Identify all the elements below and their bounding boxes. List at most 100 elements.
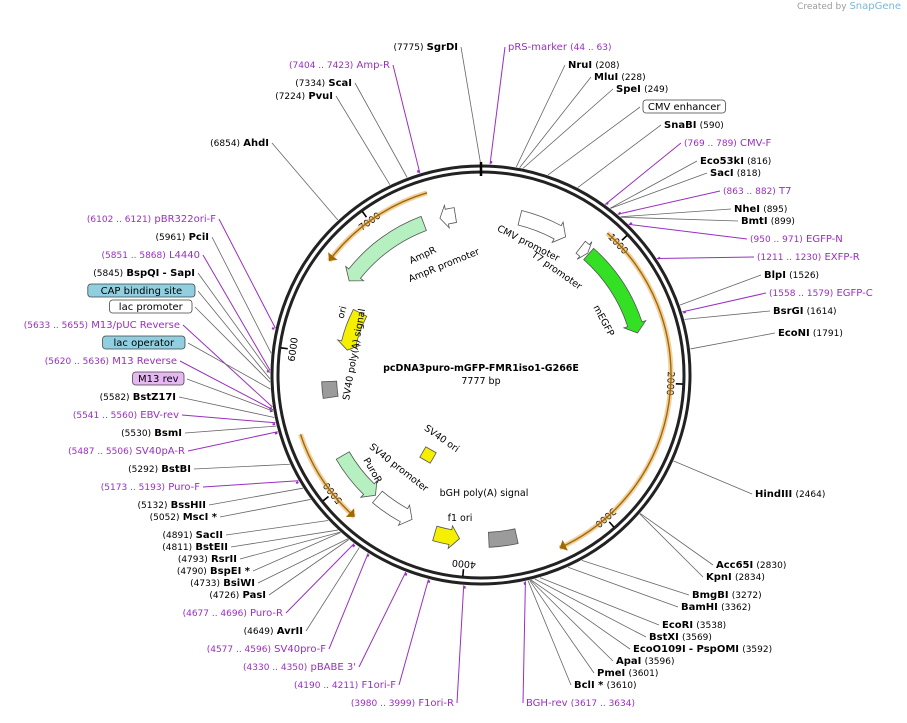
feature-ampr[interactable] [345, 215, 427, 282]
primer-label[interactable]: (950 .. 971) EGFP-N [750, 234, 843, 245]
site-label[interactable]: BlpI (1526) [764, 270, 819, 281]
primer-label[interactable]: (7404 .. 7423) Amp-R [289, 60, 390, 71]
primer-label[interactable]: (1558 .. 1579) EGFP-C [769, 288, 873, 299]
primer-label[interactable]: (863 .. 882) T7 [723, 186, 792, 197]
primer-label[interactable]: (3980 .. 3999) F1ori-R [351, 698, 454, 709]
site-label[interactable]: (5961) PciI [155, 232, 209, 243]
primer-label[interactable]: (5541 .. 5560) EBV-rev [73, 410, 179, 421]
site-label[interactable]: BclI * (3610) [574, 680, 637, 691]
site-label[interactable]: EcoRI (3538) [662, 620, 726, 631]
primer-name: M13/pUC Reverse [91, 320, 180, 331]
primer-label[interactable]: (769 .. 789) CMV-F [684, 138, 771, 149]
site-label[interactable]: Acc65I (2830) [716, 560, 786, 571]
site-label[interactable]: SnaBI (590) [664, 120, 724, 131]
site-label[interactable]: (5845) BspQI - SapI [93, 268, 195, 279]
primer-mark [352, 544, 356, 548]
primer-mark [295, 481, 299, 485]
site-label[interactable]: ApaI (3596) [616, 656, 675, 667]
leader-line [617, 190, 721, 215]
site-label[interactable]: BmtI (899) [741, 216, 795, 227]
leader-line [218, 218, 276, 329]
enzyme-name: AvrII [277, 626, 303, 637]
site-label[interactable]: MluI (228) [594, 72, 646, 83]
site-label[interactable]: (4793) RsrII [178, 554, 237, 565]
primer-label[interactable]: (5487 .. 5506) SV40pA-R [68, 446, 185, 457]
site-position: (2830) [756, 561, 786, 571]
site-label[interactable]: (7334) ScaI [295, 78, 352, 89]
primer-range: (5851 .. 5868) [102, 251, 166, 261]
site-label[interactable]: NruI (208) [568, 60, 620, 71]
site-label[interactable]: (5052) MscI * [150, 512, 218, 523]
site-label[interactable]: (6854) AhdI [210, 138, 269, 149]
feature-puror[interactable] [335, 451, 378, 498]
primer-label[interactable]: (1211 .. 1230) EXFP-R [757, 252, 860, 263]
feature-sv40-promoter[interactable] [372, 490, 413, 527]
feature-t7-promoter[interactable] [575, 240, 593, 260]
site-label[interactable]: (5582) BstZ17I [100, 392, 176, 403]
site-label[interactable]: BmgBI (3272) [692, 590, 762, 601]
leader-line [392, 64, 421, 174]
site-label[interactable]: PmeI (3601) [597, 668, 658, 679]
primer-label[interactable]: (6102 .. 6121) pBR322ori-F [87, 214, 216, 225]
site-label[interactable]: (4726) PasI [209, 590, 266, 601]
primer-label[interactable]: (5851 .. 5868) L4440 [102, 250, 201, 261]
site-label[interactable]: HindIII (2464) [755, 489, 825, 500]
primer-label[interactable]: (5633 .. 5655) M13/pUC Reverse [24, 320, 180, 331]
label-box [642, 99, 726, 114]
site-label[interactable]: (4733) BsiWI [190, 578, 255, 589]
site-label[interactable]: BamHI (3362) [681, 602, 751, 613]
site-label[interactable]: (7224) PvuI [275, 91, 333, 102]
primer-label[interactable]: (4677 .. 4696) Puro-R [183, 608, 283, 619]
tick-mark [361, 211, 368, 218]
site-label[interactable]: (4891) SacII [163, 530, 223, 541]
backbone-rings [270, 162, 692, 586]
site-position: (1526) [789, 271, 819, 281]
feature-sv40-poly-a-signal[interactable] [321, 380, 339, 399]
site-label[interactable]: EcoNI (1791) [778, 328, 843, 339]
site-position: (899) [771, 217, 795, 227]
site-label[interactable]: EcoO109I - PspOMI (3592) [633, 644, 772, 655]
site-label[interactable]: KpnI (2834) [706, 572, 765, 583]
leader-line [515, 64, 566, 168]
feature-megfp[interactable] [583, 247, 647, 334]
site-position: (5292) [128, 465, 158, 475]
site-label[interactable]: (7775) SgrDI [394, 42, 458, 53]
site-label[interactable]: (5530) BsmI [121, 428, 182, 439]
site-label[interactable]: NheI (895) [734, 204, 787, 215]
enzyme-name: BmgBI [692, 590, 729, 601]
site-label[interactable]: Eco53kI (816) [700, 156, 771, 167]
leader-line [639, 513, 704, 578]
primer-label[interactable]: pRS-marker (44 .. 63) [508, 42, 612, 53]
feature-bgh-poly-a-signal[interactable] [488, 528, 519, 548]
feature-f1-ori[interactable] [432, 524, 461, 550]
primer-range: (6102 .. 6121) [87, 215, 151, 225]
primer-label[interactable]: (5620 .. 5636) M13 Reverse [45, 356, 177, 367]
site-label[interactable]: BstXI (3569) [649, 632, 712, 643]
primer-mark [427, 580, 431, 584]
primer-label[interactable]: (5173 .. 5193) Puro-F [101, 482, 200, 493]
primer-label[interactable]: BGH-rev (3617 .. 3634) [526, 698, 635, 709]
site-position: (4733) [190, 579, 220, 589]
site-label[interactable]: (5292) BstBI [128, 464, 191, 475]
primer-label[interactable]: (4577 .. 4596) SV40pro-F [207, 644, 327, 655]
site-label[interactable]: (4811) BstEII [162, 542, 228, 553]
feature-sv40-ori[interactable] [419, 446, 437, 464]
feature-ampr-promoter[interactable] [439, 203, 457, 230]
primer-label[interactable]: (4330 .. 4350) pBABE 3' [243, 662, 356, 673]
site-label[interactable]: (5132) BssHII [138, 500, 206, 511]
site-position: (3362) [721, 603, 751, 613]
credit: Created by SnapGene [797, 1, 901, 12]
primer-label[interactable]: (4190 .. 4211) F1ori-F [294, 680, 396, 691]
primer-name: T7 [778, 186, 791, 197]
feature-cmv-promoter[interactable] [517, 209, 567, 244]
site-label[interactable]: SacI (818) [710, 168, 761, 179]
site-position: (228) [621, 73, 645, 83]
site-label[interactable]: (4649) AvrII [244, 626, 303, 637]
site-position: (3610) [607, 681, 637, 691]
primer-name: CMV-F [740, 138, 771, 149]
site-position: (7224) [275, 92, 305, 102]
feature-ori[interactable] [336, 308, 368, 351]
site-label[interactable]: BsrGI (1614) [773, 306, 837, 317]
site-label[interactable]: SpeI (249) [616, 84, 668, 95]
site-label[interactable]: (4790) BspEI * [177, 566, 251, 577]
